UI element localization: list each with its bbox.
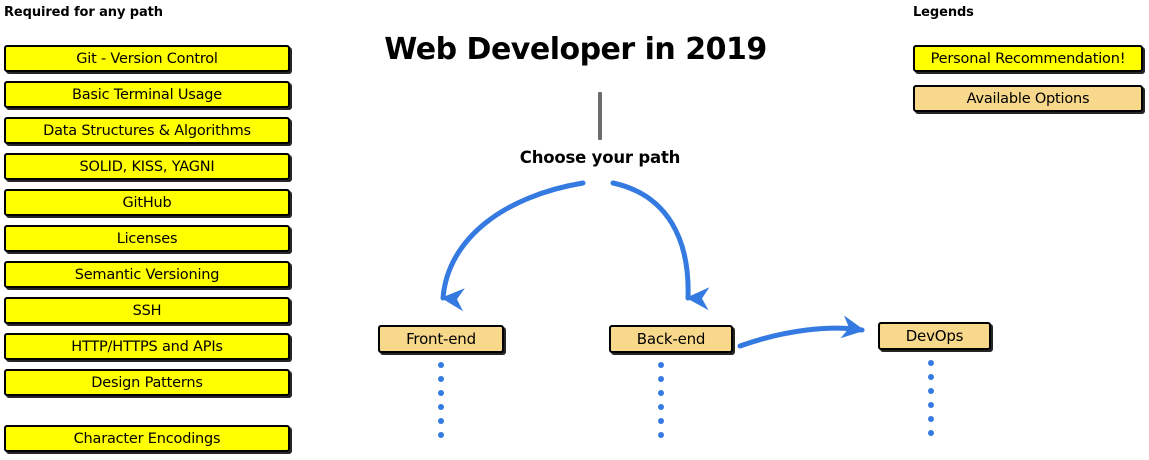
continuation-dot: [438, 432, 444, 438]
required-item-licenses[interactable]: Licenses: [4, 225, 290, 252]
required-section-heading: Required for any path: [4, 5, 163, 20]
continuation-dot: [658, 418, 664, 424]
required-item-label: Git - Version Control: [76, 50, 218, 67]
required-item-ssh[interactable]: SSH: [4, 297, 290, 324]
continuation-dot: [658, 362, 664, 368]
required-item-github[interactable]: GitHub: [4, 189, 290, 216]
required-item-http-https-and-apis[interactable]: HTTP/HTTPS and APIs: [4, 333, 290, 360]
legend-label: Available Options: [966, 90, 1090, 107]
legend-label: Personal Recommendation!: [930, 50, 1126, 67]
required-item-label: Character Encodings: [73, 430, 221, 447]
arrow-choose-to-front-end: [440, 180, 586, 312]
choose-your-path-label: Choose your path: [519, 148, 681, 167]
required-item-label: SSH: [132, 302, 162, 319]
continuation-dot: [438, 362, 444, 368]
arrow-choose-to-back-end: [610, 180, 710, 311]
continuation-dot: [928, 360, 934, 366]
path-box-back-end[interactable]: Back-end: [609, 325, 733, 353]
continuation-dot: [658, 376, 664, 382]
path-box-devops[interactable]: DevOps: [878, 322, 991, 350]
continuation-dot: [658, 390, 664, 396]
page-title-text: Web Developer in 2019: [384, 32, 767, 67]
required-item-label: GitHub: [122, 194, 172, 211]
continuation-dot: [438, 390, 444, 396]
required-item-solid-kiss-yagni[interactable]: SOLID, KISS, YAGNI: [4, 153, 290, 180]
required-item-character-encodings[interactable]: Character Encodings: [4, 425, 290, 452]
continuation-dot: [928, 430, 934, 436]
continuation-dot: [658, 432, 664, 438]
required-item-label: Design Patterns: [91, 374, 203, 391]
required-item-label: Licenses: [116, 230, 178, 247]
path-box-label: Back-end: [636, 330, 706, 348]
legends-section-heading: Legends: [913, 5, 974, 20]
legend-personal-recommendation: Personal Recommendation!: [913, 45, 1143, 72]
continuation-dot: [928, 402, 934, 408]
required-item-data-structures-algorithms[interactable]: Data Structures & Algorithms: [4, 117, 290, 144]
required-item-label: Semantic Versioning: [74, 266, 220, 283]
path-box-front-end[interactable]: Front-end: [378, 325, 504, 353]
required-item-label: Basic Terminal Usage: [71, 86, 223, 103]
required-item-label: SOLID, KISS, YAGNI: [79, 158, 215, 175]
required-item-design-patterns[interactable]: Design Patterns: [4, 369, 290, 396]
page-title: Web Developer in 2019: [0, 32, 1149, 67]
continuation-dot: [928, 374, 934, 380]
legend-available-options: Available Options: [913, 85, 1143, 112]
continuation-dot: [928, 388, 934, 394]
required-item-basic-terminal-usage[interactable]: Basic Terminal Usage: [4, 81, 290, 108]
continuation-dot: [438, 376, 444, 382]
dotted-continuation-devops: [928, 360, 934, 444]
continuation-dot: [438, 418, 444, 424]
continuation-dot: [928, 416, 934, 422]
required-item-semantic-versioning[interactable]: Semantic Versioning: [4, 261, 290, 288]
trunk-connector-line: [598, 92, 602, 140]
required-item-label: HTTP/HTTPS and APIs: [71, 338, 223, 355]
dotted-continuation-front-end: [438, 362, 444, 446]
continuation-dot: [438, 404, 444, 410]
dotted-continuation-back-end: [658, 362, 664, 446]
path-box-label: Front-end: [406, 330, 476, 348]
arrow-back-end-to-devops: [737, 315, 865, 349]
required-item-label: Data Structures & Algorithms: [43, 122, 251, 139]
path-box-label: DevOps: [905, 327, 964, 345]
required-item-git-version-control[interactable]: Git - Version Control: [4, 45, 290, 72]
continuation-dot: [658, 404, 664, 410]
